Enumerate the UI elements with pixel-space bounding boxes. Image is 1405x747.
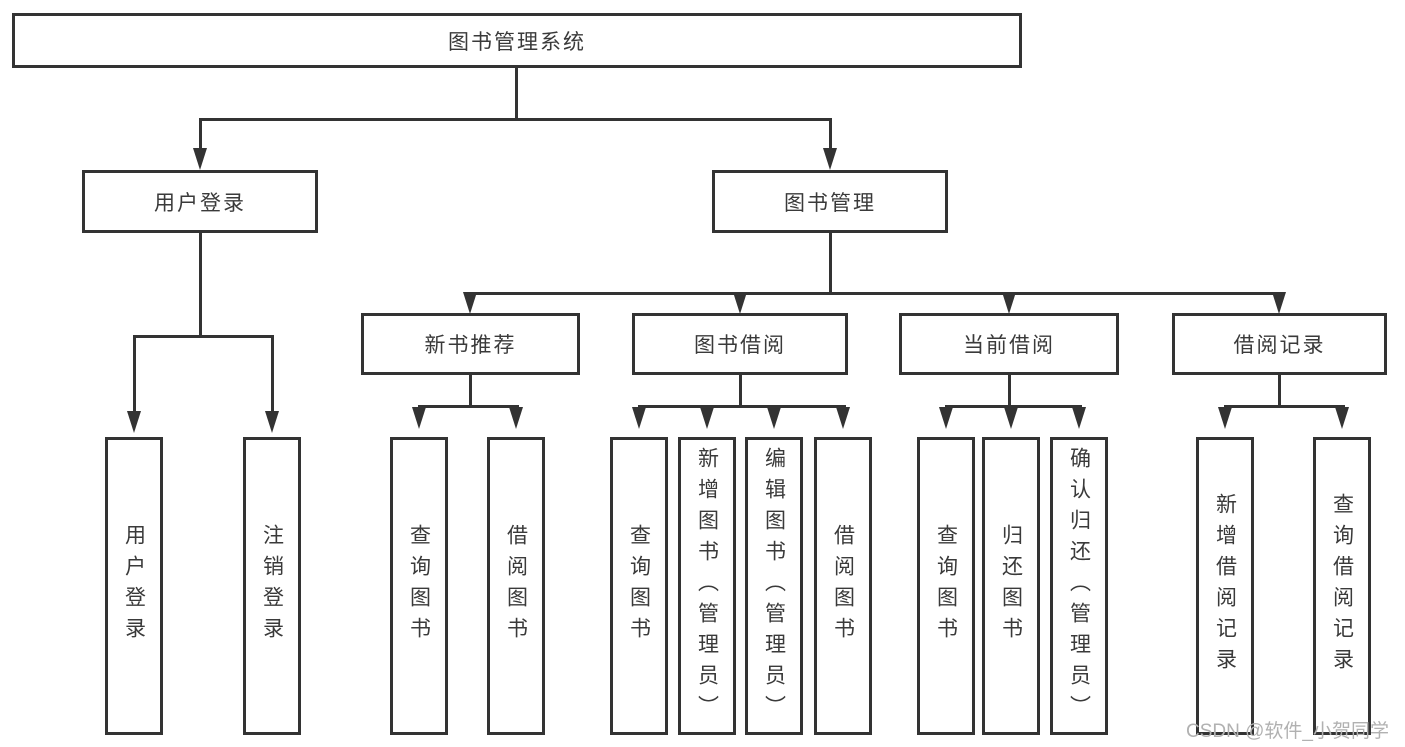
arrow-down-icon	[193, 148, 207, 170]
connector-book-borrowing-trunk	[739, 374, 742, 407]
arrow-down-icon	[265, 411, 279, 433]
node-book-borrowing-label: 图书借阅	[694, 334, 786, 357]
leaf-add-borrow-record: 新增借阅记录	[1196, 437, 1254, 735]
leaf-query-borrow-record: 查询借阅记录	[1313, 437, 1371, 735]
leaf-return-books: 归还图书	[982, 437, 1040, 735]
arrow-down-icon	[412, 407, 426, 429]
node-current-borrowing: 当前借阅	[899, 313, 1119, 375]
arrow-down-icon	[463, 292, 477, 314]
connector-drop-book-management	[829, 118, 832, 151]
connector-user-login-bus	[133, 335, 274, 338]
connector-new-book-bus	[418, 405, 519, 408]
leaf-edit-books-admin: 编辑图书（管理员）	[745, 437, 803, 735]
arrow-down-icon	[1335, 407, 1349, 429]
arrow-down-icon	[632, 407, 646, 429]
node-current-borrowing-label: 当前借阅	[963, 334, 1055, 357]
leaf-label: 新增图书（管理员）	[695, 446, 719, 726]
node-book-management-label: 图书管理	[784, 191, 876, 215]
leaf-borrow-books: 借阅图书	[814, 437, 872, 735]
connector-new-book-trunk	[469, 374, 472, 407]
leaf-add-books-admin: 新增图书（管理员）	[678, 437, 736, 735]
node-borrowing-records: 借阅记录	[1172, 313, 1387, 375]
node-user-login: 用户登录	[82, 170, 318, 233]
connector-root-trunk	[515, 67, 518, 120]
leaf-query-books: 查询图书	[917, 437, 975, 735]
arrow-down-icon	[733, 292, 747, 314]
arrow-down-icon	[1072, 407, 1086, 429]
csdn-watermark: CSDN @软件_小贺同学	[1186, 721, 1389, 742]
leaf-label: 查询图书	[407, 524, 431, 648]
connector-borrowing-records-trunk	[1278, 374, 1281, 407]
leaf-query-books: 查询图书	[390, 437, 448, 735]
arrow-down-icon	[509, 407, 523, 429]
connector-drop-leaf	[271, 335, 274, 415]
connector-user-login-trunk	[199, 232, 202, 337]
node-user-login-label: 用户登录	[154, 191, 246, 215]
arrow-down-icon	[127, 411, 141, 433]
arrow-down-icon	[1004, 407, 1018, 429]
leaf-label: 归还图书	[999, 524, 1023, 648]
leaf-label: 借阅图书	[831, 524, 855, 648]
connector-book-management-trunk	[829, 232, 832, 294]
arrow-down-icon	[836, 407, 850, 429]
leaf-label: 新增借阅记录	[1213, 493, 1237, 679]
arrow-down-icon	[939, 407, 953, 429]
leaf-confirm-return-admin: 确认归还（管理员）	[1050, 437, 1108, 735]
connector-level1-bus	[199, 118, 831, 121]
connector-current-borrowing-bus	[945, 405, 1082, 408]
node-new-book-recommend-label: 新书推荐	[424, 334, 517, 357]
connector-drop-leaf	[133, 335, 136, 415]
connector-book-borrowing-bus	[638, 405, 846, 408]
leaf-label: 注销登录	[260, 524, 284, 648]
leaf-label: 查询图书	[627, 524, 651, 648]
arrow-down-icon	[767, 407, 781, 429]
node-book-borrowing: 图书借阅	[632, 313, 848, 375]
leaf-logout: 注销登录	[243, 437, 301, 735]
node-book-management: 图书管理	[712, 170, 948, 233]
connector-borrowing-records-bus	[1224, 405, 1345, 408]
leaf-label: 编辑图书（管理员）	[762, 446, 786, 726]
node-new-book-recommend: 新书推荐	[361, 313, 580, 375]
arrow-down-icon	[1218, 407, 1232, 429]
leaf-query-books: 查询图书	[610, 437, 668, 735]
node-root: 图书管理系统	[12, 13, 1022, 68]
leaf-label: 确认归还（管理员）	[1067, 446, 1091, 726]
leaf-user-login: 用户登录	[105, 437, 163, 735]
connector-level3-bus	[469, 292, 1281, 295]
leaf-label: 查询借阅记录	[1330, 493, 1354, 679]
arrow-down-icon	[1002, 292, 1016, 314]
connector-drop-user-login	[199, 118, 202, 151]
leaf-label: 借阅图书	[504, 524, 528, 648]
connector-current-borrowing-trunk	[1008, 374, 1011, 407]
node-borrowing-records-label: 借阅记录	[1233, 334, 1326, 357]
node-root-label: 图书管理系统	[448, 30, 586, 54]
arrow-down-icon	[1272, 292, 1286, 314]
arrow-down-icon	[823, 148, 837, 170]
leaf-borrow-books: 借阅图书	[487, 437, 545, 735]
arrow-down-icon	[700, 407, 714, 429]
leaf-label: 查询图书	[934, 524, 958, 648]
leaf-label: 用户登录	[122, 524, 146, 648]
